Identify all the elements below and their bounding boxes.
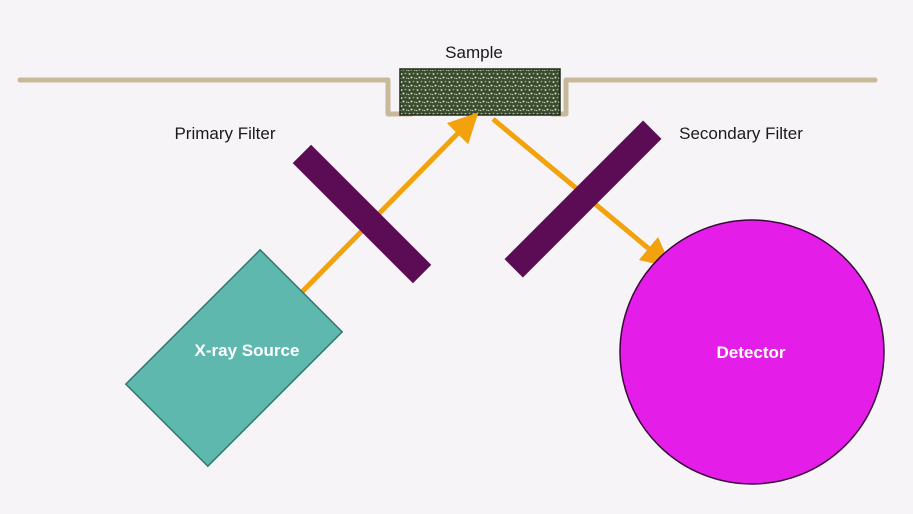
sample-block — [399, 68, 561, 116]
secondary-filter-label: Secondary Filter — [679, 124, 803, 143]
primary-filter-label: Primary Filter — [174, 124, 275, 143]
secondary-filter-bar — [504, 120, 662, 278]
detector-sphere — [619, 219, 885, 485]
xray-source-box — [124, 248, 344, 468]
detector-label: Detector — [717, 343, 786, 362]
primary-filter-bar — [292, 144, 432, 284]
incident-beam-arrow — [296, 112, 479, 298]
sample-label: Sample — [445, 43, 503, 62]
xray-source-label: X-ray Source — [195, 341, 300, 360]
